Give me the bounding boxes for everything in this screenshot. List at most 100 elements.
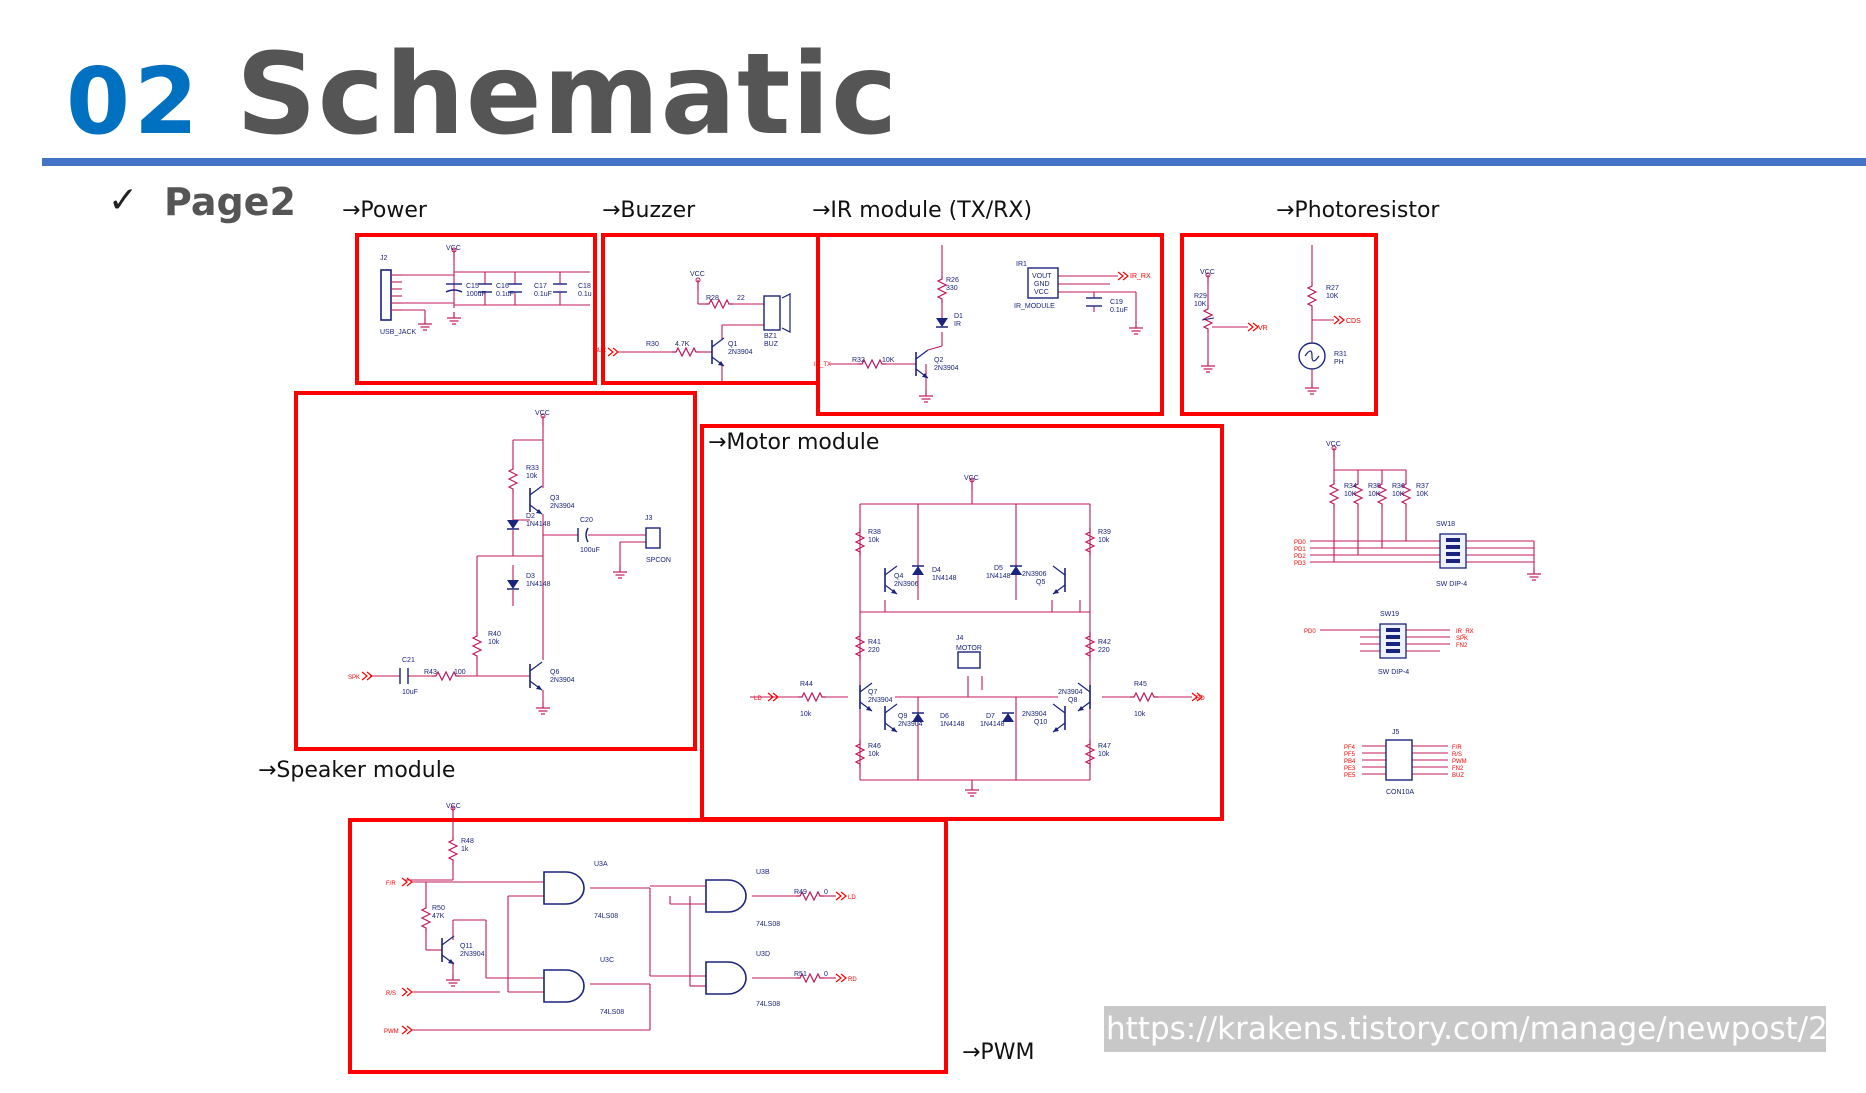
svg-text:D4: D4 [932,567,941,574]
svg-text:R27: R27 [1326,285,1339,292]
svg-text:1N4148: 1N4148 [932,575,957,582]
svg-text:10k: 10k [488,639,500,646]
svg-text:74LS08: 74LS08 [756,921,780,928]
svg-text:R39: R39 [1098,529,1111,536]
svg-text:R51: R51 [794,971,807,978]
svg-text:1N4148: 1N4148 [980,721,1005,728]
svg-text:VCC: VCC [1200,269,1215,276]
svg-text:74LS08: 74LS08 [600,1009,624,1016]
checkmark-icon: ✓ [108,180,139,221]
svg-text:220: 220 [868,647,880,654]
svg-text:BZ1: BZ1 [764,333,777,340]
svg-text:D1: D1 [954,313,963,320]
svg-text:PE5: PE5 [1344,773,1356,779]
svg-text:PB4: PB4 [1344,759,1356,765]
svg-text:F/R: F/R [386,881,396,887]
svg-text:Q8: Q8 [1068,697,1077,704]
svg-text:BUZ: BUZ [1452,773,1464,779]
svg-text:R35: R35 [1368,483,1381,490]
svg-text:0.1uF: 0.1uF [534,291,552,298]
svg-text:D2: D2 [526,513,535,520]
svg-text:Q6: Q6 [550,669,559,676]
svg-text:SPK: SPK [348,675,360,681]
svg-text:RD: RD [1196,696,1205,702]
svg-text:0: 0 [824,889,828,896]
section-label-power: →Power [342,198,427,223]
svg-text:R43: R43 [424,669,437,676]
svg-text:10K: 10K [1344,491,1357,498]
svg-text:330: 330 [946,285,958,292]
svg-text:10K: 10K [1326,293,1339,300]
svg-text:0.1uF: 0.1uF [1110,307,1128,314]
svg-text:FN2: FN2 [1456,643,1468,649]
svg-text:C21: C21 [402,657,415,664]
section-label-photoresistor: →Photoresistor [1276,198,1440,223]
svg-text:C15: C15 [466,283,479,290]
slide-title: Schematic [236,30,899,160]
svg-text:D6: D6 [940,713,949,720]
page-label: Page2 [164,180,296,224]
svg-text:2N3904: 2N3904 [898,721,923,728]
section-label-pwm: →PWM [962,1040,1035,1065]
svg-text:10uF: 10uF [402,689,418,696]
svg-text:R42: R42 [1098,639,1111,646]
svg-text:MOTOR: MOTOR [956,645,982,652]
svg-text:VCC: VCC [1034,289,1049,296]
svg-text:PF4: PF4 [1344,745,1356,751]
svg-text:Q5: Q5 [1036,579,1045,586]
svg-text:10K: 10K [1416,491,1429,498]
svg-text:Q2: Q2 [934,357,943,364]
svg-text:PWM: PWM [1452,759,1467,765]
svg-text:GND: GND [1034,281,1050,288]
svg-text:47K: 47K [432,913,445,920]
svg-text:10K: 10K [1368,491,1381,498]
svg-text:2N3904: 2N3904 [868,697,893,704]
svg-text:CDS: CDS [1346,318,1361,325]
svg-text:2N3904: 2N3904 [728,349,753,356]
svg-text:PD2: PD2 [1294,554,1306,560]
svg-text:0.1u: 0.1u [578,291,592,298]
svg-text:U3B: U3B [756,869,770,876]
svg-text:1N4148: 1N4148 [526,521,551,528]
svg-text:VR: VR [1258,325,1268,332]
svg-text:R/S: R/S [386,991,396,997]
svg-text:2N3904: 2N3904 [550,503,575,510]
svg-text:2N3906: 2N3906 [894,581,919,588]
svg-text:2N3904: 2N3904 [934,365,959,372]
svg-text:R32: R32 [852,357,865,364]
svg-text:10K: 10K [1194,301,1207,308]
svg-text:PF5: PF5 [1344,752,1356,758]
svg-text:U3A: U3A [594,861,608,868]
svg-text:10k: 10k [1098,751,1110,758]
svg-text:10k: 10k [526,473,538,480]
svg-text:VOUT: VOUT [1032,273,1052,280]
svg-text:PD0: PD0 [1294,540,1306,546]
svg-text:Q9: Q9 [898,713,907,720]
svg-text:SW19: SW19 [1380,611,1399,618]
svg-text:D7: D7 [986,713,995,720]
svg-text:J5: J5 [1392,729,1400,736]
box-buzzer [601,233,820,385]
svg-text:4.7K: 4.7K [675,341,690,348]
svg-text:U3D: U3D [756,951,770,958]
svg-text:IR_RX: IR_RX [1456,629,1474,635]
svg-text:VCC: VCC [1326,441,1341,448]
svg-text:VCC: VCC [446,245,461,252]
svg-text:Q1: Q1 [728,341,737,348]
svg-text:SW DIP-4: SW DIP-4 [1436,581,1467,588]
box-motor [700,424,1224,821]
svg-text:D3: D3 [526,573,535,580]
svg-text:C20: C20 [580,517,593,524]
svg-text:PD3: PD3 [1294,561,1306,567]
svg-text:BUZ: BUZ [764,341,779,348]
svg-text:SPCON: SPCON [646,557,671,564]
svg-text:100uF: 100uF [466,291,486,298]
svg-text:R41: R41 [868,639,881,646]
section-label-ir: →IR module (TX/RX) [812,198,1033,223]
svg-text:R38: R38 [868,529,881,536]
svg-text:PD1: PD1 [1294,547,1306,553]
svg-text:VCC: VCC [446,803,461,810]
